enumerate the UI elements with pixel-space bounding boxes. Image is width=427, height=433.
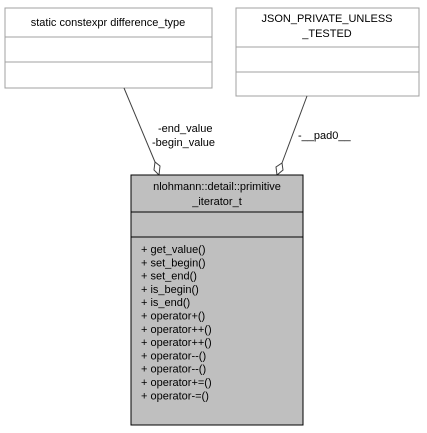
left-edge-line (123, 87, 156, 163)
method-item[interactable]: + operator--() (141, 350, 206, 362)
method-item[interactable]: + is_begin() (141, 284, 199, 296)
left-class-box[interactable]: static constexpr difference_type (4, 7, 213, 89)
left-class-title: static constexpr difference_type (31, 17, 186, 29)
right-edge-line (281, 95, 308, 164)
left-edge-label-2: -begin_value (152, 137, 215, 149)
right-class-title-line-2: _TESTED (301, 28, 352, 40)
method-item[interactable]: + operator+=() (141, 377, 212, 389)
right-edge-label: -__pad0__ (298, 130, 351, 142)
main-class-title-line-2: _iterator_t (191, 196, 242, 208)
method-item[interactable]: + operator--() (141, 364, 206, 376)
right-class-title-line-1: JSON_PRIVATE_UNLESS (261, 13, 392, 25)
method-item[interactable]: + operator++() (141, 324, 212, 336)
main-class-frame (130, 174, 304, 426)
right-class-box[interactable]: JSON_PRIVATE_UNLESS _TESTED (235, 7, 420, 97)
main-class-box[interactable]: nlohmann::detail::primitive _iterator_t … (130, 174, 304, 426)
right-edge-diamond (275, 162, 284, 176)
main-class-title-line-1: nlohmann::detail::primitive (153, 181, 281, 193)
method-item[interactable]: + is_end() (141, 297, 190, 309)
right-edge: -__pad0__ (275, 95, 351, 176)
left-edge-label-1: -end_value (158, 123, 212, 135)
method-item[interactable]: + operator++() (141, 337, 212, 349)
left-edge-diamond (153, 161, 161, 177)
right-class-frame (235, 7, 420, 97)
left-class-frame (4, 7, 213, 89)
method-item[interactable]: + operator-=() (141, 390, 209, 402)
method-item[interactable]: + operator+() (141, 311, 205, 323)
method-item[interactable]: + get_value() (141, 244, 206, 256)
left-edge: -end_value -begin_value (123, 87, 215, 177)
method-item[interactable]: + set_end() (141, 271, 197, 283)
method-item[interactable]: + set_begin() (141, 257, 206, 269)
main-class-methods: + get_value()+ set_begin()+ set_end()+ i… (141, 244, 212, 402)
